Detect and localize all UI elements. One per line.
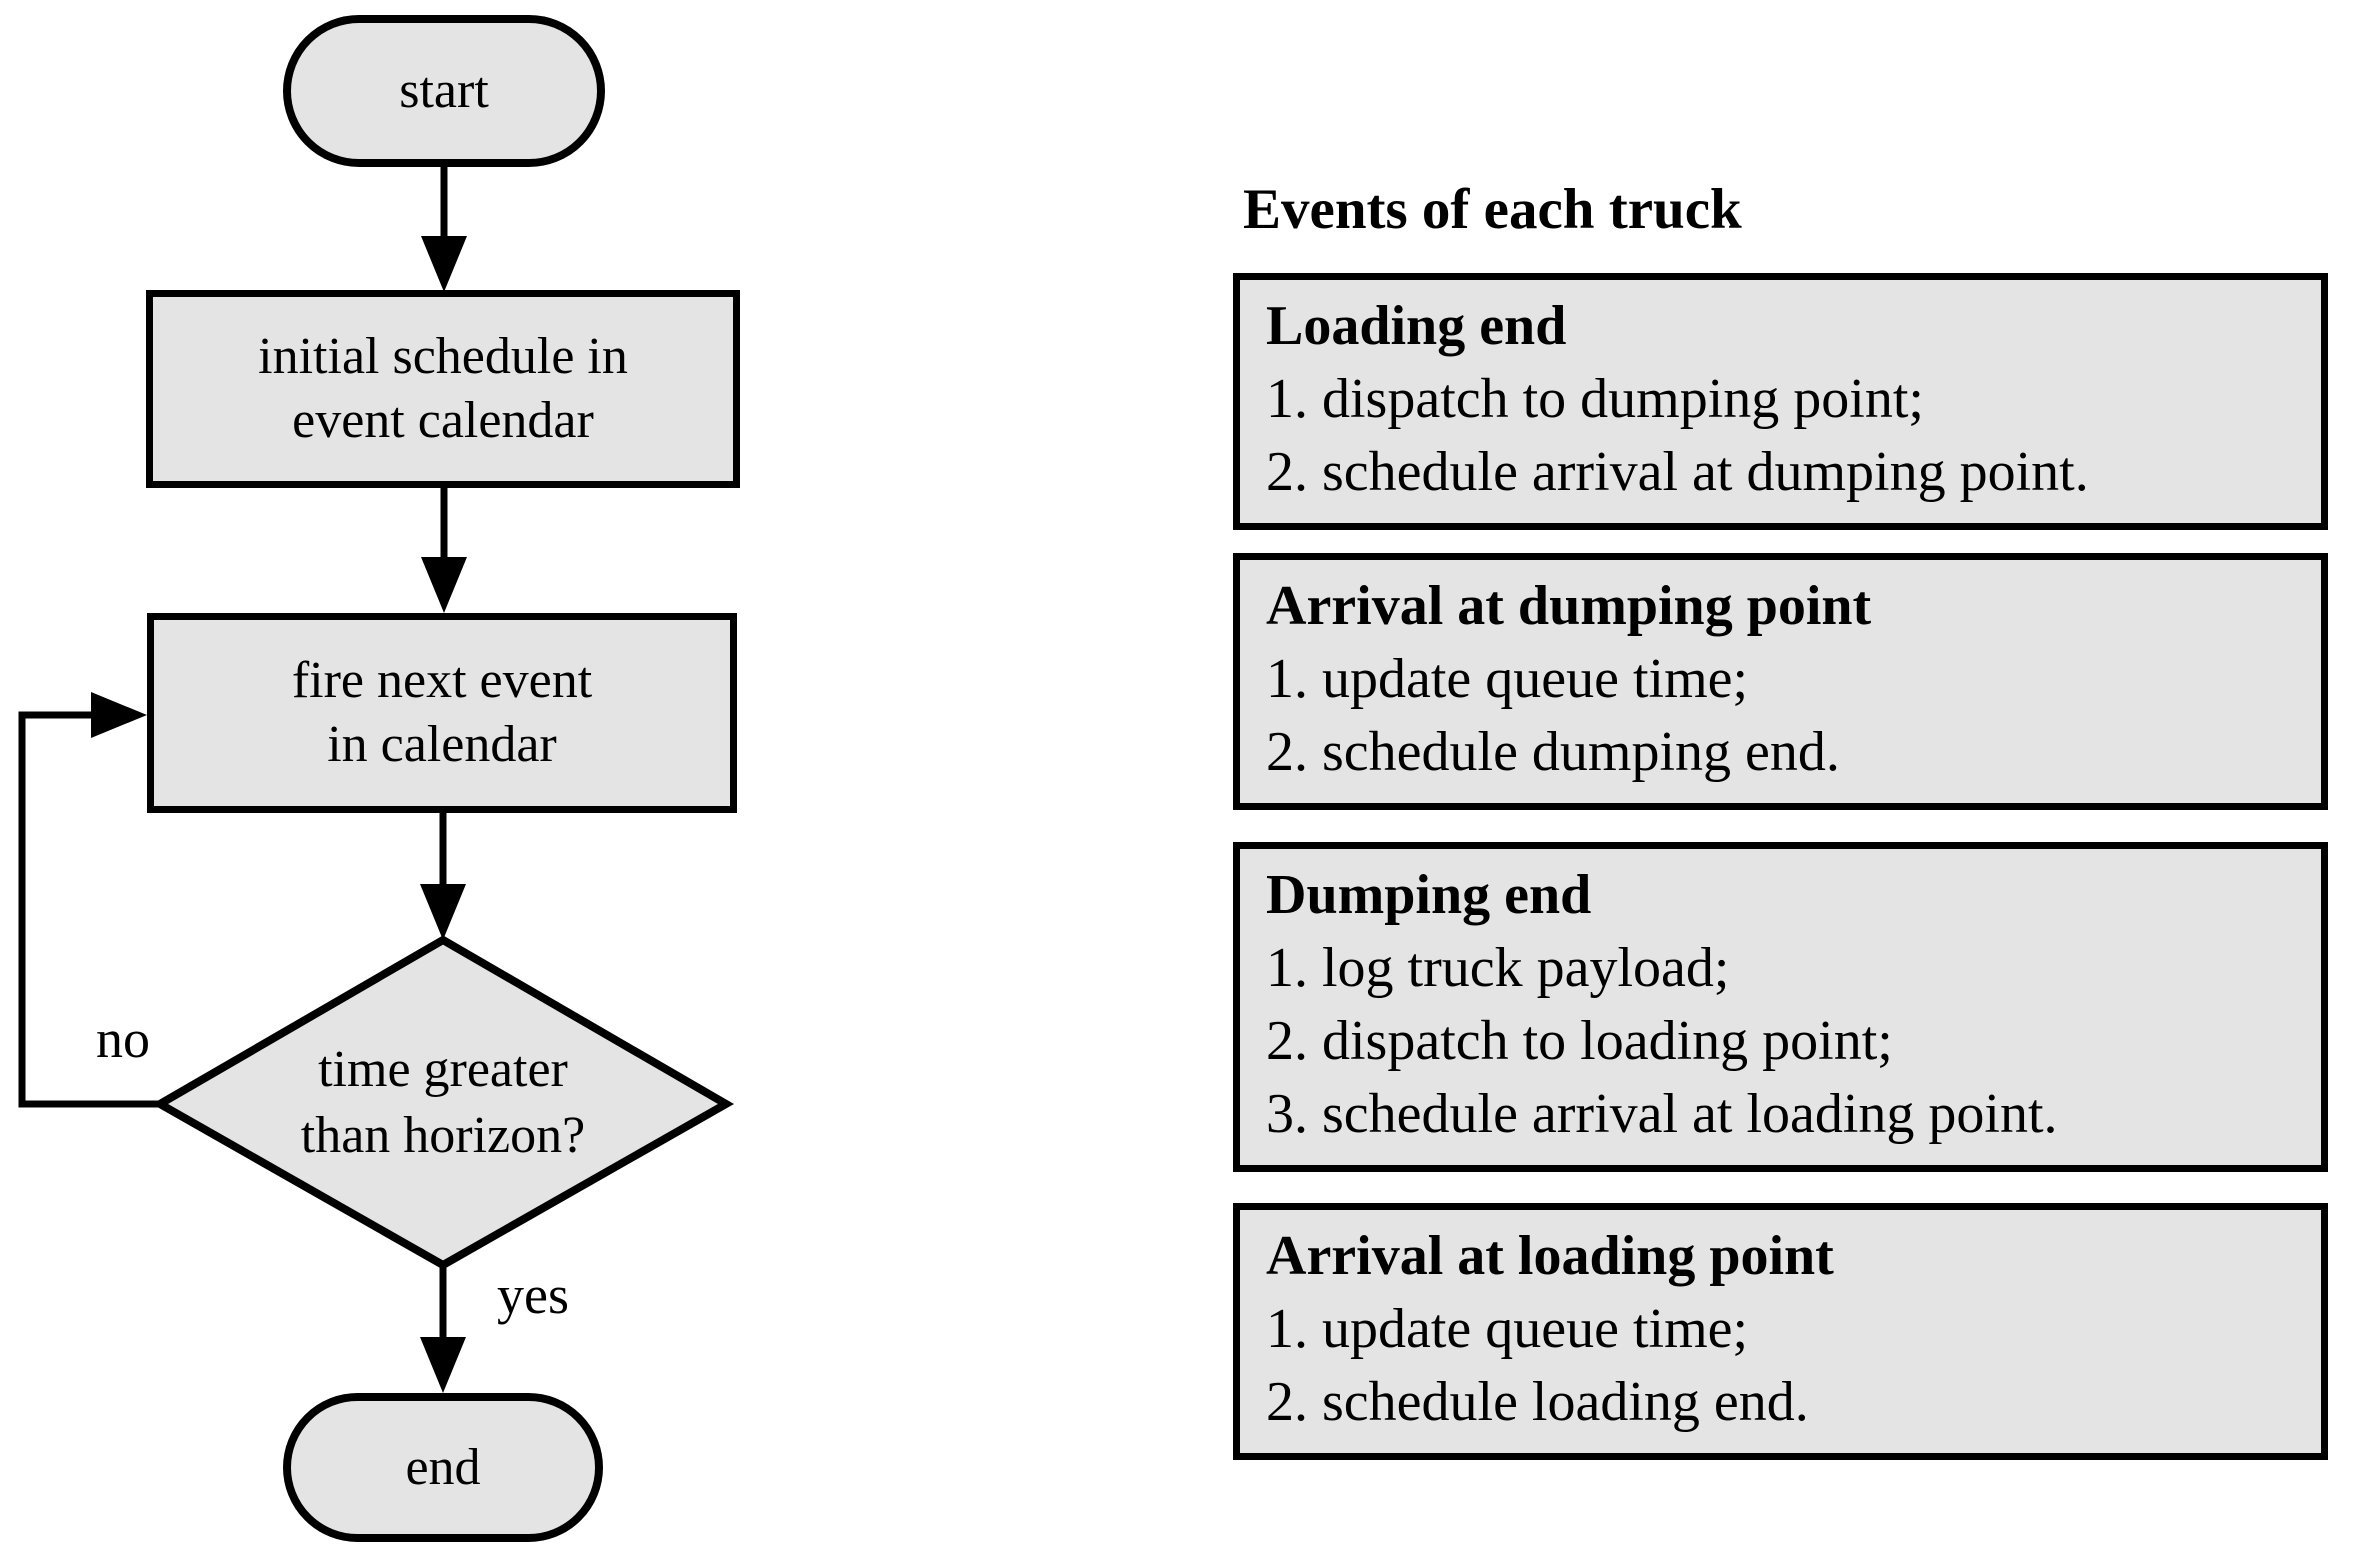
event-box-line: 1. update queue time; — [1266, 1298, 1749, 1360]
event-box-line: 1. log truck payload; — [1266, 937, 1730, 999]
events-panel-title: Events of each truck — [1243, 178, 1742, 241]
event-box-title: Dumping end — [1266, 864, 1592, 926]
arrowhead-down-icon — [421, 557, 467, 613]
event-box-title: Loading end — [1266, 295, 1567, 357]
arrowhead-down-icon — [421, 236, 467, 292]
event-box-dumping-end: Dumping end 1. log truck payload; 2. dis… — [1233, 842, 2328, 1172]
event-box-line: 2. schedule loading end. — [1266, 1371, 1809, 1433]
arrowhead-right-icon — [91, 692, 147, 738]
event-box-arrival-loading: Arrival at loading point 1. update queue… — [1233, 1203, 2328, 1460]
event-box-arrival-dumping: Arrival at dumping point 1. update queue… — [1233, 553, 2328, 810]
node-start: start — [283, 15, 605, 167]
edge-label-no: no — [96, 1009, 150, 1069]
event-box-title: Arrival at dumping point — [1266, 575, 1872, 637]
edge-label-yes: yes — [497, 1265, 569, 1325]
event-box-line: 1. update queue time; — [1266, 648, 1749, 710]
node-end: end — [283, 1393, 603, 1542]
event-box-line: 3. schedule arrival at loading point. — [1266, 1083, 2058, 1145]
event-box-line: 2. schedule dumping end. — [1266, 721, 1840, 783]
event-box-title: Arrival at loading point — [1266, 1225, 1834, 1287]
event-box-loading-end: Loading end 1. dispatch to dumping point… — [1233, 273, 2328, 530]
node-decision-label: time greater than horizon? — [300, 1041, 586, 1164]
node-initial-schedule: initial schedule in event calendar — [146, 290, 740, 488]
arrowhead-down-icon — [420, 1337, 466, 1393]
event-box-line: 2. schedule arrival at dumping point. — [1266, 441, 2089, 503]
event-box-line: 1. dispatch to dumping point; — [1266, 368, 1924, 430]
event-box-line: 2. dispatch to loading point; — [1266, 1010, 1893, 1072]
node-fire-next-event: fire next event in calendar — [147, 613, 737, 813]
arrowhead-down-icon — [420, 884, 466, 940]
